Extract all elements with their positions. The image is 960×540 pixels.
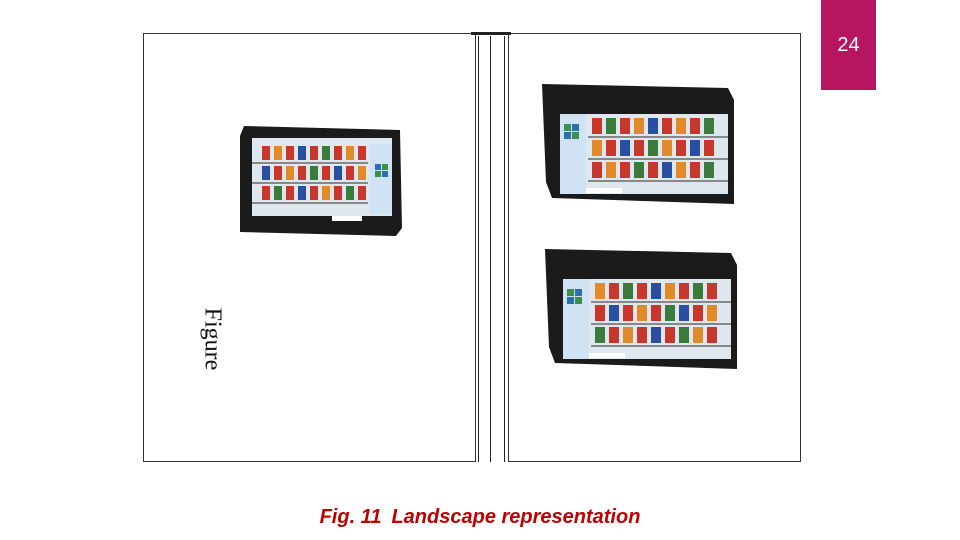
refrigerator-image <box>240 126 402 236</box>
refrigerator-image <box>542 84 734 204</box>
caption-number: Fig. 11 <box>319 506 382 528</box>
refrigerator-image <box>545 249 737 369</box>
page-spine <box>471 32 511 462</box>
caption-text: Landscape representation <box>391 506 641 528</box>
figure-caption: Fig. 11 Landscape representation <box>0 506 960 529</box>
rotated-figure-label: Figure <box>199 307 226 371</box>
page-number: 24 <box>837 33 860 56</box>
left-page-panel <box>143 33 476 462</box>
page-number-badge: 24 <box>821 0 876 90</box>
